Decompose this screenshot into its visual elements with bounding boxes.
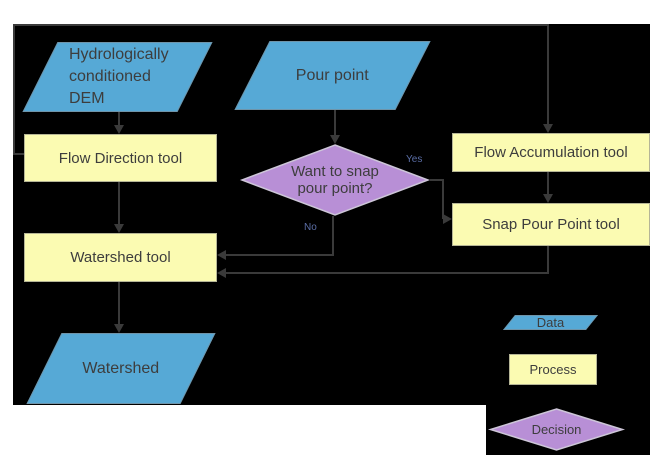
watershed-output-label: Watershed (82, 359, 160, 377)
node-snap-pour-point-tool: Snap Pour Point tool (452, 203, 650, 246)
watershed-tool-label: Watershed tool (70, 249, 171, 266)
edge-flowdir-to-watershedtool (118, 182, 120, 225)
flow-accumulation-label: Flow Accumulation tool (474, 144, 628, 161)
flow-direction-label: Flow Direction tool (58, 149, 183, 167)
node-watershed-tool: Watershed tool (24, 233, 217, 282)
arrowhead-into-watershed-tool-right1 (217, 250, 226, 260)
edge-flowdir-to-flowacc-seg4 (547, 24, 549, 126)
node-hydrologically-conditioned-dem: Hydrologically conditioned DEM (22, 42, 213, 112)
legend-data-shape: Data (502, 315, 599, 330)
arrowhead-into-flow-direction (114, 125, 124, 134)
edge-no-seg1 (332, 216, 334, 256)
node-decision-shape (239, 144, 431, 216)
edge-flowdir-to-flowacc-seg2 (13, 24, 15, 155)
no-branch-label: No (304, 222, 317, 233)
edge-no-seg2 (226, 254, 334, 256)
legend-process-label: Process (529, 362, 577, 377)
snap-pour-point-label: Snap Pour Point tool (482, 216, 620, 233)
legend-data-label: Data (536, 315, 565, 330)
edge-pourpoint-to-decision (334, 110, 336, 136)
arrowhead-into-snap-left (443, 214, 452, 224)
arrowhead-into-snap-pour-point (543, 194, 553, 203)
decision-label: Want to snap pour point? (291, 163, 379, 197)
arrowhead-into-watershed (114, 324, 124, 333)
legend-decision-shape (487, 408, 626, 451)
legend-decision-label: Decision (531, 422, 582, 437)
edge-flowdir-to-flowacc-seg1 (14, 153, 25, 155)
edge-flowdir-to-flowacc-seg3 (13, 24, 549, 26)
edge-snap-to-watershedtool-seg1 (547, 246, 549, 274)
yes-branch-label: Yes (406, 154, 423, 165)
dem-label: Hydrologically conditioned DEM (69, 46, 169, 107)
edge-flowacc-to-snap (547, 172, 549, 195)
edge-snap-to-watershedtool-seg2 (226, 272, 549, 274)
arrowhead-into-flow-accumulation (543, 124, 553, 133)
arrowhead-into-watershed-tool-top (114, 224, 124, 233)
edge-yes-seg2 (442, 179, 444, 219)
legend-process-shape: Process (509, 354, 597, 385)
pour-point-label: Pour point (296, 66, 369, 84)
edge-yes-seg1 (430, 179, 444, 181)
arrowhead-into-decision (330, 135, 340, 144)
node-flow-direction-tool: Flow Direction tool (24, 134, 217, 182)
edge-watershedtool-to-watershed (118, 282, 120, 325)
node-flow-accumulation-tool: Flow Accumulation tool (452, 133, 650, 172)
edge-dem-to-flowdir (118, 112, 120, 126)
arrowhead-into-watershed-tool-right2 (217, 268, 226, 278)
